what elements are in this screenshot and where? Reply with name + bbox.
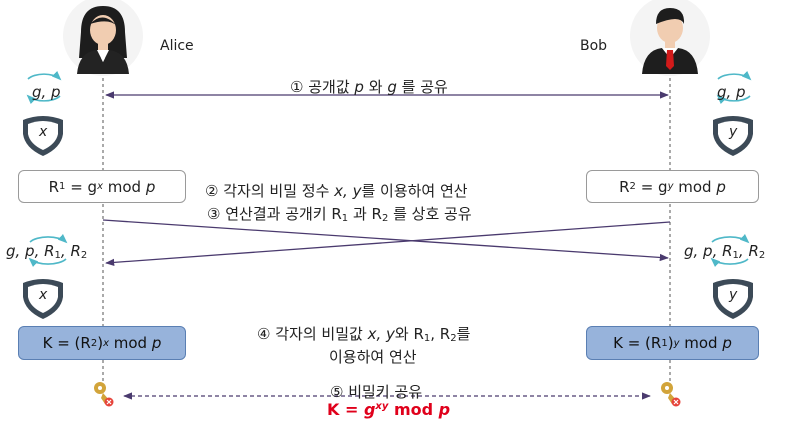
step-5-label: ⑤ 비밀키 공유 xyxy=(330,383,423,401)
key-icon xyxy=(661,382,681,407)
step-3-label: ③ 연산결과 공개키 R1 과 R2 를 상호 공유 xyxy=(207,205,472,224)
r1-exchange-arrow xyxy=(102,219,669,262)
woman-avatar-icon xyxy=(63,0,143,76)
cycle-arrows-icon xyxy=(26,70,62,105)
step-4-label-line2: 이용하여 연산 xyxy=(329,348,417,366)
shield-icon xyxy=(713,116,753,156)
alice-secret-x-2: x xyxy=(39,287,48,303)
alice-params-after-exchange: g, p, R1, R2 xyxy=(6,242,88,261)
alice-secret-x: x xyxy=(39,124,48,140)
r2-exchange-arrow xyxy=(105,221,671,267)
cycle-arrows-icon xyxy=(28,233,68,268)
step-2-label: ② 각자의 비밀 정수 x, y를 이용하여 연산 xyxy=(205,182,468,200)
bob-params-after-exchange: g, p, R1, R2 xyxy=(684,242,766,261)
step-1-label: ① 공개값 p 와 g 를 공유 xyxy=(290,78,448,96)
man-avatar-icon xyxy=(630,0,710,76)
final-shared-key: K = gxy mod p xyxy=(327,400,451,419)
step-4-label-line1: ④ 각자의 비밀값 x, y와 R1, R2를 xyxy=(257,325,471,344)
key-icon xyxy=(94,382,114,407)
shield-icon xyxy=(23,116,63,156)
bob-secret-y: y xyxy=(729,124,738,140)
alice-name: Alice xyxy=(160,38,194,54)
cycle-arrows-icon xyxy=(716,70,752,105)
bob-secret-y-2: y xyxy=(729,287,738,303)
cycle-arrows-icon xyxy=(710,233,750,268)
alice-public-params: g, p xyxy=(32,83,61,101)
shield-icon xyxy=(23,279,63,319)
bob-name: Bob xyxy=(580,38,608,54)
shield-icon xyxy=(713,279,753,319)
bob-public-params: g, p xyxy=(717,83,746,101)
